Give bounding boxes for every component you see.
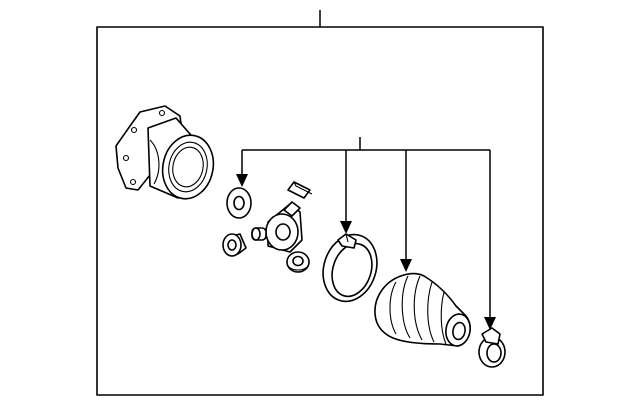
arrow-outer-clamp [340, 221, 352, 234]
retaining-clip-part [287, 181, 313, 199]
diagram-frame [96, 10, 544, 396]
arrow-snap-ring [236, 174, 248, 187]
snap-ring-part [226, 187, 252, 219]
housing-part [115, 105, 215, 200]
arrow-boot [400, 259, 412, 272]
spider-assembly-part [251, 201, 303, 253]
boot-part [374, 272, 471, 347]
spacer-part [222, 233, 247, 257]
outer-boot-clamp-part [322, 233, 378, 303]
leader-tree [236, 137, 496, 330]
bushing-part [286, 251, 310, 273]
inner-boot-clamp-part [478, 327, 506, 368]
arrow-inner-clamp [484, 317, 496, 330]
